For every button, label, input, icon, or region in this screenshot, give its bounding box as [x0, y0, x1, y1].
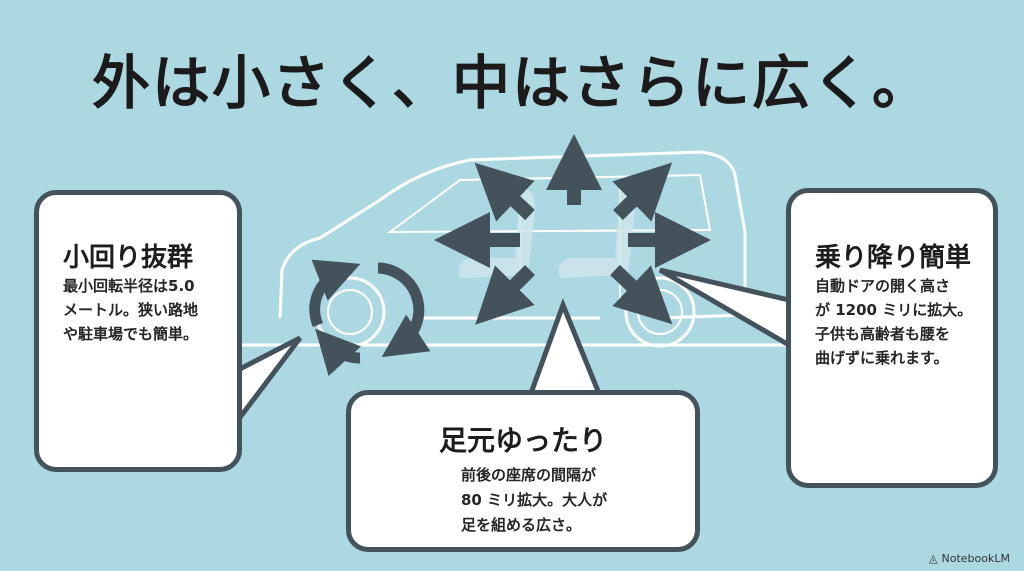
notebooklm-logo-icon: ◬	[929, 552, 938, 565]
turning-arrows-icon	[309, 259, 431, 377]
brand-footer: ◬ NotebookLM	[929, 552, 1010, 565]
callout-tails	[236, 267, 791, 422]
card-entry: 乗り降り簡単 自動ドアの開く高さ が 1200 ミリに拡大。 子供も高齢者も腰を…	[786, 188, 998, 488]
seats	[458, 189, 635, 278]
card-line: 80 ミリ拡大。大人が	[461, 491, 608, 509]
van-outline	[278, 150, 747, 348]
page-title: 外は小さく、中はさらに広く。	[91, 49, 932, 117]
card-heading: 足元ゆったり	[438, 424, 607, 457]
card-line: 前後の座席の間隔が	[461, 466, 597, 484]
card-line: メートル。狭い路地	[63, 301, 199, 319]
card-line: が 1200 ミリに拡大。	[815, 301, 973, 319]
card-heading: 小回り抜群	[63, 243, 194, 273]
card-legroom: 足元ゆったり 前後の座席の間隔が 80 ミリ拡大。大人が 足を組める広さ。	[346, 390, 700, 552]
card-line: 自動ドアの開く高さ	[815, 277, 951, 295]
card-line: 曲げずに乗れます。	[815, 349, 949, 367]
card-heading: 乗り降り簡単	[815, 243, 972, 273]
card-body: 前後の座席の間隔が 80 ミリ拡大。大人が 足を組める広さ。	[461, 463, 607, 538]
card-line: 最小回転半径は5.0	[63, 277, 195, 295]
card-line: 子供も高齢者も腰を	[815, 325, 951, 343]
card-turning: 小回り抜群 最小回転半径は5.0 メートル。狭い路地 や駐車場でも簡単。	[34, 190, 242, 472]
expansion-arrows	[434, 134, 711, 325]
brand-label: NotebookLM	[941, 552, 1010, 565]
card-line: や駐車場でも簡単。	[63, 325, 199, 343]
card-line: 足を組める広さ。	[461, 516, 582, 534]
